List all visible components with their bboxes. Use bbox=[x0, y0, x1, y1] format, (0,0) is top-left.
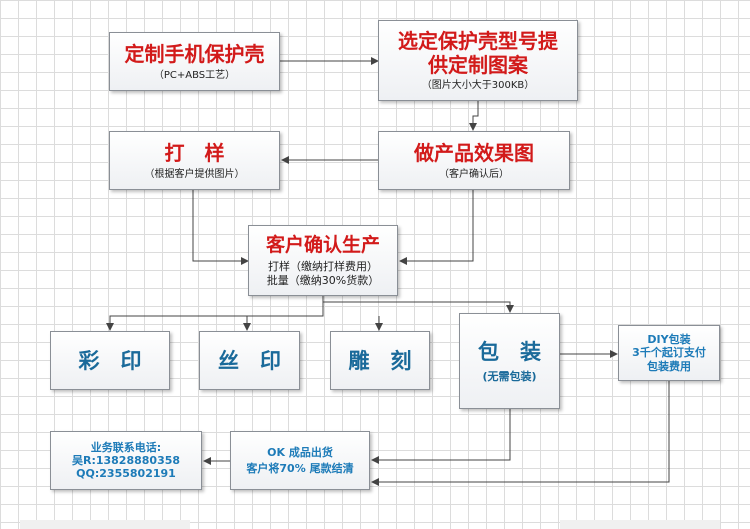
node-contact-line3: QQ:2355802191 bbox=[76, 467, 176, 481]
node-custom-case-title: 定制手机保护壳 bbox=[124, 41, 265, 66]
arrow-sample-to-confirm bbox=[192, 190, 249, 265]
bottom-edge-strip-left bbox=[20, 520, 190, 529]
node-diy-packaging-line1: DIY包装 bbox=[647, 333, 691, 347]
node-contact[interactable]: 业务联系电话: 吴R:13828880358 QQ:2355802191 bbox=[50, 431, 202, 490]
node-confirm-production-line2: 批量（缴纳30%货款） bbox=[266, 273, 380, 287]
node-diy-packaging-line3: 包装费用 bbox=[647, 359, 691, 373]
node-effect-image-sub: （客户确认后） bbox=[439, 168, 509, 180]
node-packaging-title: 包 装 bbox=[478, 338, 541, 364]
node-packaging[interactable]: 包 装 (无需包装) bbox=[459, 313, 560, 409]
node-silk-print-title: 丝 印 bbox=[218, 347, 281, 373]
node-confirm-production[interactable]: 客户确认生产 打样（缴纳打样费用） 批量（缴纳30%货款） bbox=[248, 225, 398, 296]
node-sample[interactable]: 打 样 （根据客户提供图片） bbox=[109, 131, 280, 190]
node-silk-print[interactable]: 丝 印 bbox=[199, 331, 300, 390]
branch-to-packaging bbox=[323, 301, 514, 313]
node-engrave-title: 雕 刻 bbox=[348, 347, 412, 373]
node-select-model-sub: （图片大小大于300KB） bbox=[421, 80, 535, 91]
arrow-diy-to-ok bbox=[371, 381, 670, 486]
node-ok-shipment[interactable]: OK 成品出货 客户将70% 尾款结清 bbox=[230, 431, 370, 490]
node-sample-sub: （根据客户提供图片） bbox=[144, 168, 245, 180]
node-ok-shipment-line2: 客户将70% 尾款结清 bbox=[246, 462, 354, 475]
node-custom-case[interactable]: 定制手机保护壳 （PC+ABS工艺） bbox=[109, 32, 280, 91]
node-color-print[interactable]: 彩 印 bbox=[50, 331, 170, 390]
node-diy-packaging[interactable]: DIY包装 3千个起订支付 包装费用 bbox=[618, 325, 720, 381]
node-effect-image[interactable]: 做产品效果图 （客户确认后） bbox=[378, 131, 570, 190]
node-effect-image-title: 做产品效果图 bbox=[414, 140, 534, 165]
arrow-packaging-to-ok bbox=[371, 409, 511, 464]
node-confirm-production-title: 客户确认生产 bbox=[265, 233, 380, 256]
branch-to-color-print bbox=[106, 296, 324, 331]
node-select-model[interactable]: 选定保护壳型号提 供定制图案 （图片大小大于300KB） bbox=[378, 20, 578, 101]
bottom-edge-strip-right bbox=[560, 520, 720, 529]
node-confirm-production-line1: 打样（缴纳打样费用） bbox=[268, 259, 378, 273]
node-color-print-title: 彩 印 bbox=[78, 347, 142, 373]
node-diy-packaging-line2: 3千个起订支付 bbox=[632, 346, 706, 360]
arrow-effect-to-confirm bbox=[399, 190, 474, 265]
node-select-model-title-2: 供定制图案 bbox=[428, 53, 528, 77]
node-contact-line2: 吴R:13828880358 bbox=[71, 453, 181, 467]
node-contact-line1: 业务联系电话: bbox=[90, 440, 162, 454]
arrow-model-to-effect bbox=[469, 101, 479, 131]
node-select-model-title-1: 选定保护壳型号提 bbox=[398, 29, 558, 53]
node-ok-shipment-line1: OK 成品出货 bbox=[267, 445, 333, 459]
node-custom-case-sub: （PC+ABS工艺） bbox=[153, 69, 236, 81]
node-engrave[interactable]: 雕 刻 bbox=[330, 331, 430, 390]
branch-to-silk-print bbox=[243, 315, 323, 331]
node-sample-title: 打 样 bbox=[164, 140, 225, 165]
node-packaging-sub: (无需包装) bbox=[482, 370, 537, 383]
